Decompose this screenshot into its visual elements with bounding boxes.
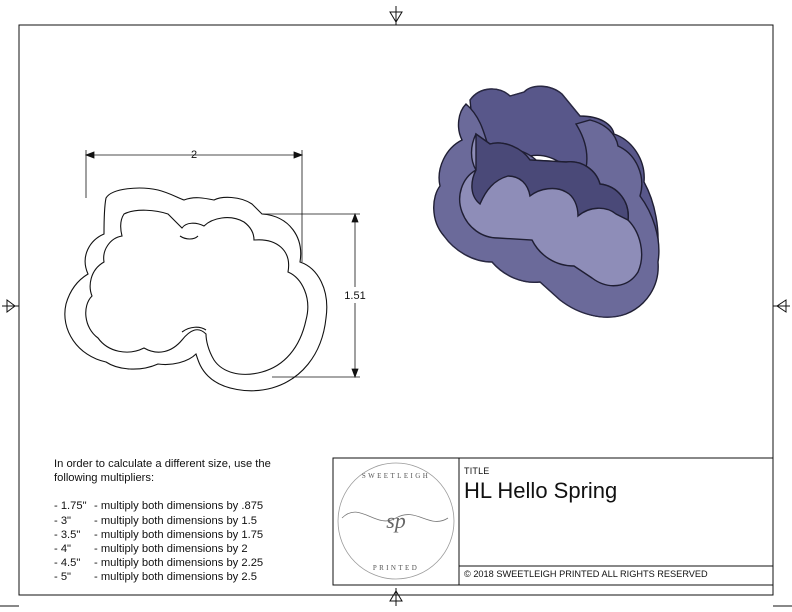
outer-outline [64,187,328,392]
size-multiplier-notes: In order to calculate a different size, … [54,457,294,585]
inner-notch [179,235,207,333]
width-dimension [84,150,304,262]
multiplier-text: - multiply both dimensions by 2 [94,543,248,556]
multiplier-size: - 5" [54,571,72,584]
multiplier-row: - 5" - multiply both dimensions by 2.5 [54,570,294,584]
top-center-marker [389,6,403,25]
multiplier-text: - multiply both dimensions by .875 [94,500,264,513]
drawing-title: HL Hello Spring [464,478,618,503]
right-center-marker [773,299,790,313]
width-dimension-label: 2 [191,149,197,161]
bottom-center-marker [389,588,403,606]
multiplier-size: - 4" [54,543,72,556]
height-label-bg [340,287,370,303]
multiplier-size: - 1.75" [54,500,87,513]
notes-intro: In order to calculate a different size, … [54,458,271,485]
copyright-notice: © 2018 SWEETLEIGH PRINTED ALL RIGHTS RES… [464,569,708,579]
multiplier-size: - 4.5" [54,557,81,570]
cutter-3d-render [433,85,660,318]
title-block [332,457,774,586]
title-label: TITLE [464,466,490,476]
multiplier-text: - multiply both dimensions by 1.75 [94,528,264,541]
multiplier-row: - 4" - multiply both dimensions by 2 [54,542,294,556]
logo-circle [337,462,455,580]
multiplier-row: - 1.75" - multiply both dimensions by .8… [54,499,294,513]
multiplier-text: - multiply both dimensions by 2.25 [94,557,264,570]
logo-top-text: SWEETLEIGH [362,472,430,480]
multiplier-size: - 3.5" [54,528,81,541]
logo-flourish [341,511,449,522]
multiplier-row: - 3" - multiply both dimensions by 1.5 [54,514,294,528]
cutter-bottom-rim [443,235,627,318]
cutter-top-rim [469,85,581,117]
logo-monogram: sp [386,508,406,533]
multiplier-row: - 3.5" - multiply both dimensions by 1.7… [54,528,294,542]
multiplier-row: - 4.5" - multiply both dimensions by 2.2… [54,556,294,570]
multiplier-size: - 3" [54,514,72,527]
cutter-outline-drawing [64,187,328,392]
logo-bottom-text: PRINTED [373,564,419,572]
sweetleigh-logo: sp SWEETLEIGH PRINTED [337,462,455,580]
inner-outline [85,209,309,375]
height-dimension-label: 1.51 [344,290,365,302]
multiplier-text: - multiply both dimensions by 2.5 [94,571,257,584]
cutter-inner-wall [471,132,629,222]
multiplier-text: - multiply both dimensions by 1.5 [94,514,257,527]
left-center-marker [2,299,19,313]
